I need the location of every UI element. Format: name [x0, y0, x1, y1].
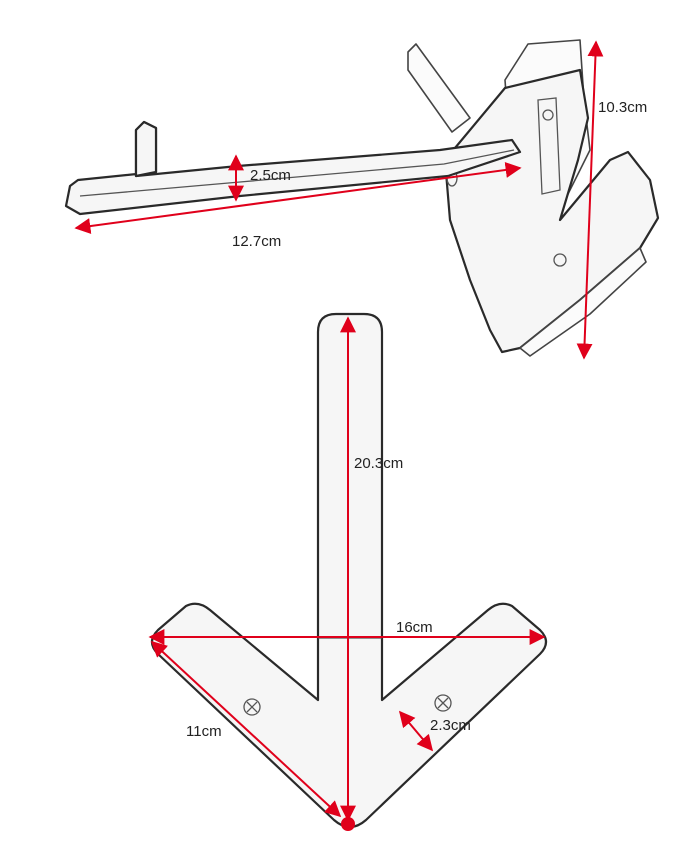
top-view-dimensions: 10.3cm 2.5cm 12.7cm — [74, 40, 647, 360]
arm-length-dimension-label: 12.7cm — [232, 233, 281, 250]
rear-flap — [407, 43, 471, 133]
arm-tip-lug — [134, 120, 158, 178]
arm-length-dimension-line — [74, 162, 522, 234]
stem-length-dimension-label: 20.3cm — [354, 455, 403, 472]
plate-slot — [537, 97, 561, 195]
wing-width-dimension-line — [398, 710, 434, 752]
wing-length-dimension-label: 11cm — [186, 723, 222, 740]
span-dimension-label: 16cm — [396, 619, 433, 636]
right-screw-slot — [437, 697, 449, 709]
right-screw — [434, 694, 452, 712]
height-dimension-label: 10.3cm — [598, 99, 647, 116]
plate-screw-hole-top — [542, 109, 554, 121]
wing-width-dimension-label: 2.3cm — [430, 717, 471, 734]
arm-width-dimension-label: 2.5cm — [250, 167, 291, 184]
wing-length-dimension-line — [150, 640, 342, 818]
plate-screw-hole-bottom — [553, 253, 567, 267]
tip-marker-dot — [341, 817, 355, 831]
hanger-perspective-view — [64, 39, 660, 357]
height-dimension-line — [576, 40, 604, 360]
front-view-dimensions: 20.3cm 16cm 11cm 2.3cm — [148, 316, 546, 831]
